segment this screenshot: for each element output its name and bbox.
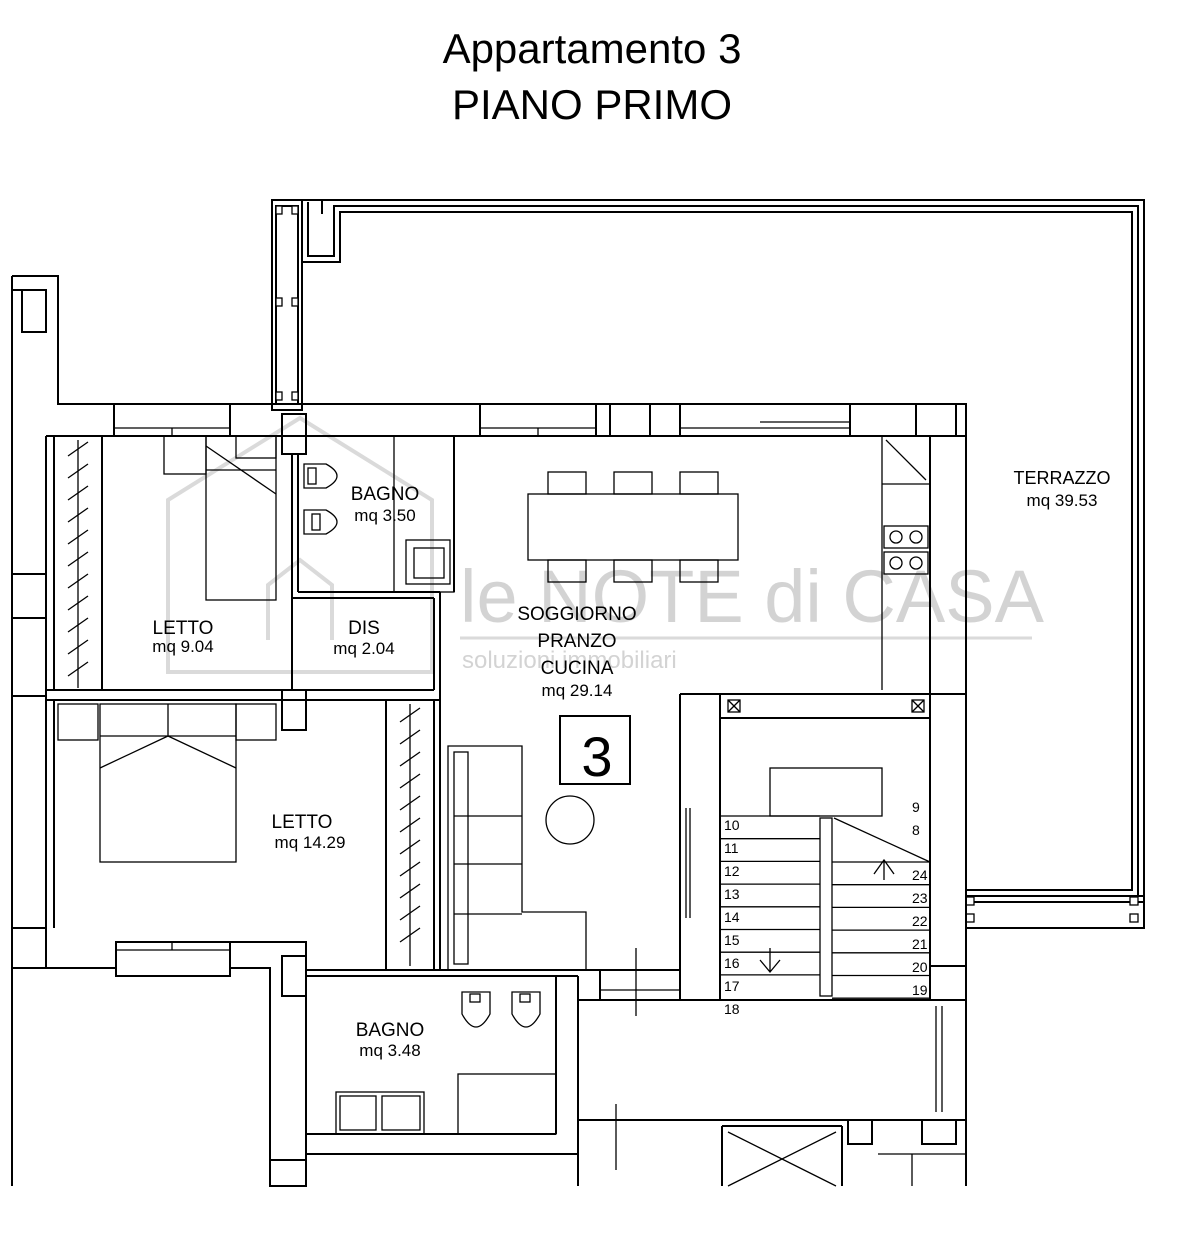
room-name-cucina: CUCINA [541, 658, 614, 679]
room-area-bagno-2: mq 3.48 [359, 1041, 420, 1060]
door-markers [615, 808, 691, 1170]
stair-step-number: 19 [912, 982, 928, 998]
plan-subtitle: PIANO PRIMO [451, 81, 733, 128]
stair-step-number: 21 [912, 936, 928, 952]
bathroom-1-fixtures [303, 435, 455, 593]
room-area-letto-2: mq 14.29 [275, 833, 346, 852]
stair-step-number: 9 [912, 799, 920, 815]
outer-walls [11, 275, 967, 1186]
stair-step-number: 18 [724, 1001, 740, 1017]
stair-step-number: 24 [912, 867, 928, 883]
wardrobe-hangers [67, 441, 421, 943]
stair-step-number: 11 [724, 840, 739, 856]
room-area-terrazzo: mq 39.53 [1027, 491, 1098, 510]
terrace-outline [271, 199, 1145, 929]
stair-step-number: 22 [912, 913, 928, 929]
room-name-letto-1: LETTO [153, 618, 214, 639]
bedroom-2-furniture [57, 703, 411, 966]
stair-step-number: 20 [912, 959, 928, 975]
room-area-soggiorno: mq 29.14 [542, 681, 613, 700]
bathroom-2-fixtures [335, 991, 557, 1135]
stair-step-number: 17 [724, 978, 740, 994]
room-labels: TERRAZZO mq 39.53 BAGNO mq 3.50 LETTO mq… [152, 468, 1110, 1060]
stair-step-number: 12 [724, 863, 740, 879]
room-name-dis: DIS [348, 618, 380, 639]
staircase: 10 11 12 13 14 15 16 17 18 9 8 24 23 22 21 20 19 [720, 699, 931, 1017]
unit-number: 3 [581, 725, 612, 788]
stair-step-number: 16 [724, 955, 740, 971]
plan-title: Appartamento 3 [442, 25, 742, 72]
room-area-letto-1: mq 9.04 [152, 637, 213, 656]
stair-step-number: 8 [912, 822, 920, 838]
room-area-bagno-1: mq 3.50 [354, 506, 415, 525]
room-name-bagno-1: BAGNO [351, 484, 420, 505]
stair-step-number: 23 [912, 890, 928, 906]
watermark-logo: le NOTE di CASA soluzioni immobiliari [166, 415, 1045, 674]
interior-walls [46, 413, 967, 1187]
bedroom-1-furniture [77, 435, 277, 688]
stair-step-number: 15 [724, 932, 740, 948]
stair-step-number: 10 [724, 817, 740, 833]
stair-step-number: 14 [724, 909, 740, 925]
watermark-brand-text: le NOTE di CASA [460, 555, 1045, 638]
room-name-soggiorno: SOGGIORNO [517, 604, 636, 625]
room-name-bagno-2: BAGNO [356, 1020, 425, 1041]
room-name-pranzo: PRANZO [537, 631, 616, 652]
stair-step-number: 13 [724, 886, 740, 902]
room-name-letto-2: LETTO [272, 812, 333, 833]
watermark-tagline-text: soluzioni immobiliari [462, 647, 677, 674]
room-area-dis: mq 2.04 [333, 639, 394, 658]
room-name-terrazzo: TERRAZZO [1014, 468, 1111, 488]
living-room-furniture [447, 436, 930, 971]
